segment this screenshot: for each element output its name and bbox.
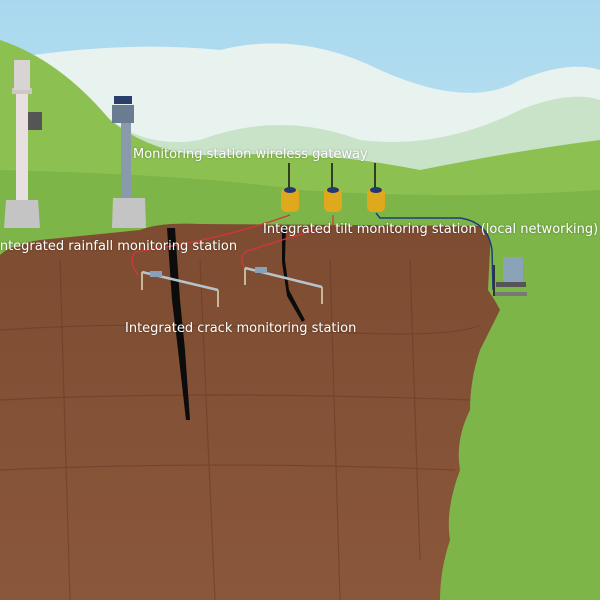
crack-meters bbox=[141, 266, 323, 307]
cables bbox=[131, 212, 494, 291]
cracks bbox=[167, 226, 305, 420]
rainfall-station bbox=[4, 60, 42, 228]
label-tilt-station: Integrated tilt monitoring station (loca… bbox=[263, 222, 599, 237]
rock-strata bbox=[0, 259, 481, 600]
tilt-loggers bbox=[281, 163, 385, 212]
label-gateway: Monitoring station wireless gateway bbox=[133, 147, 368, 162]
cliff bbox=[0, 223, 500, 600]
gateway-station bbox=[112, 96, 146, 228]
label-crack-station: Integrated crack monitoring station bbox=[125, 321, 357, 336]
label-rainfall-station: Integrated rainfall monitoring station bbox=[0, 239, 238, 254]
inclinometer-device bbox=[493, 257, 527, 296]
